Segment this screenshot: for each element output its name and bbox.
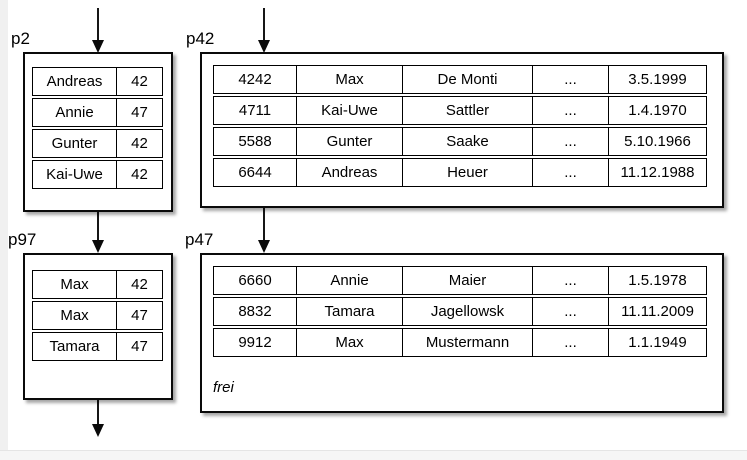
arrow-head-icon <box>92 240 104 253</box>
firstname-cell: Gunter <box>297 127 403 156</box>
date-cell: 3.5.1999 <box>609 65 707 94</box>
ellipsis-cell: ... <box>533 328 609 357</box>
key-cell: Andreas <box>32 67 117 96</box>
incoming-arrow-p2 <box>92 8 104 53</box>
table-row: Andreas 42 <box>32 67 163 96</box>
id-cell: 6644 <box>213 158 297 187</box>
id-cell: 4242 <box>213 65 297 94</box>
lastname-cell: Jagellowsk <box>403 297 533 326</box>
lastname-cell: Sattler <box>403 96 533 125</box>
id-cell: 8832 <box>213 297 297 326</box>
arrow-head-icon <box>258 40 270 53</box>
page-label-p42: p42 <box>186 29 215 48</box>
date-cell: 1.5.1978 <box>609 266 707 295</box>
records-table-p42: 4242 Max De Monti ... 3.5.1999 4711 Kai-… <box>213 63 707 189</box>
page-box-p97: Max 42 Max 47 Tamara 47 <box>23 253 173 400</box>
lastname-cell: Mustermann <box>403 328 533 357</box>
table-row: Max 47 <box>32 301 163 330</box>
key-cell: Tamara <box>32 332 117 361</box>
arrow-head-icon <box>258 240 270 253</box>
lastname-cell: Saake <box>403 127 533 156</box>
date-cell: 11.12.1988 <box>609 158 707 187</box>
table-row: 5588 Gunter Saake ... 5.10.1966 <box>213 127 707 156</box>
page-label-p2: p2 <box>11 29 30 48</box>
page-ref-cell: 47 <box>117 98 163 127</box>
ellipsis-cell: ... <box>533 65 609 94</box>
arrow-shaft <box>263 8 265 44</box>
id-cell: 6660 <box>213 266 297 295</box>
page-ref-cell: 47 <box>117 332 163 361</box>
date-cell: 5.10.1966 <box>609 127 707 156</box>
arrow-p2-to-p97 <box>92 212 104 253</box>
arrow-head-icon <box>92 40 104 53</box>
page-ref-cell: 47 <box>117 301 163 330</box>
arrow-shaft <box>97 212 99 244</box>
table-row: 8832 Tamara Jagellowsk ... 11.11.2009 <box>213 297 707 326</box>
table-row: Gunter 42 <box>32 129 163 158</box>
id-cell: 4711 <box>213 96 297 125</box>
firstname-cell: Kai-Uwe <box>297 96 403 125</box>
firstname-cell: Max <box>297 328 403 357</box>
table-row: 6660 Annie Maier ... 1.5.1978 <box>213 266 707 295</box>
date-cell: 11.11.2009 <box>609 297 707 326</box>
ellipsis-cell: ... <box>533 266 609 295</box>
incoming-arrow-p42 <box>258 8 270 53</box>
id-cell: 9912 <box>213 328 297 357</box>
arrow-head-icon <box>92 424 104 437</box>
ellipsis-cell: ... <box>533 96 609 125</box>
table-row: 6644 Andreas Heuer ... 11.12.1988 <box>213 158 707 187</box>
ellipsis-cell: ... <box>533 297 609 326</box>
page-ref-cell: 42 <box>117 160 163 189</box>
key-cell: Max <box>32 270 117 299</box>
page-edge-bottom <box>0 450 747 460</box>
table-row: Tamara 47 <box>32 332 163 361</box>
ellipsis-cell: ... <box>533 127 609 156</box>
table-row: Annie 47 <box>32 98 163 127</box>
arrow-shaft <box>97 400 99 428</box>
firstname-cell: Annie <box>297 266 403 295</box>
index-table-p2: Andreas 42 Annie 47 Gunter 42 Kai-Uwe 42 <box>32 65 163 191</box>
page-edge-left <box>0 0 8 460</box>
arrow-shaft <box>97 8 99 44</box>
arrow-p42-to-p47 <box>258 208 270 253</box>
lastname-cell: Maier <box>403 266 533 295</box>
page-ref-cell: 42 <box>117 67 163 96</box>
arrow-shaft <box>263 208 265 244</box>
page-box-p2: Andreas 42 Annie 47 Gunter 42 Kai-Uwe 42 <box>23 52 173 212</box>
date-cell: 1.4.1970 <box>609 96 707 125</box>
records-table-p47: 6660 Annie Maier ... 1.5.1978 8832 Tamar… <box>213 264 707 359</box>
outgoing-arrow-p97 <box>92 400 104 437</box>
firstname-cell: Andreas <box>297 158 403 187</box>
lastname-cell: Heuer <box>403 158 533 187</box>
firstname-cell: Tamara <box>297 297 403 326</box>
key-cell: Gunter <box>32 129 117 158</box>
page-box-p47: 6660 Annie Maier ... 1.5.1978 8832 Tamar… <box>200 253 724 413</box>
table-row: 4242 Max De Monti ... 3.5.1999 <box>213 65 707 94</box>
key-cell: Annie <box>32 98 117 127</box>
page-ref-cell: 42 <box>117 270 163 299</box>
page-ref-cell: 42 <box>117 129 163 158</box>
key-cell: Kai-Uwe <box>32 160 117 189</box>
table-row: Kai-Uwe 42 <box>32 160 163 189</box>
firstname-cell: Max <box>297 65 403 94</box>
table-row: 9912 Max Mustermann ... 1.1.1949 <box>213 328 707 357</box>
index-table-p97: Max 42 Max 47 Tamara 47 <box>32 268 163 363</box>
key-cell: Max <box>32 301 117 330</box>
ellipsis-cell: ... <box>533 158 609 187</box>
page-box-p42: 4242 Max De Monti ... 3.5.1999 4711 Kai-… <box>200 52 724 208</box>
date-cell: 1.1.1949 <box>609 328 707 357</box>
page-label-p47: p47 <box>185 230 214 249</box>
free-space-label: frei <box>213 379 234 396</box>
page-label-p97: p97 <box>8 230 37 249</box>
id-cell: 5588 <box>213 127 297 156</box>
table-row: Max 42 <box>32 270 163 299</box>
lastname-cell: De Monti <box>403 65 533 94</box>
table-row: 4711 Kai-Uwe Sattler ... 1.4.1970 <box>213 96 707 125</box>
